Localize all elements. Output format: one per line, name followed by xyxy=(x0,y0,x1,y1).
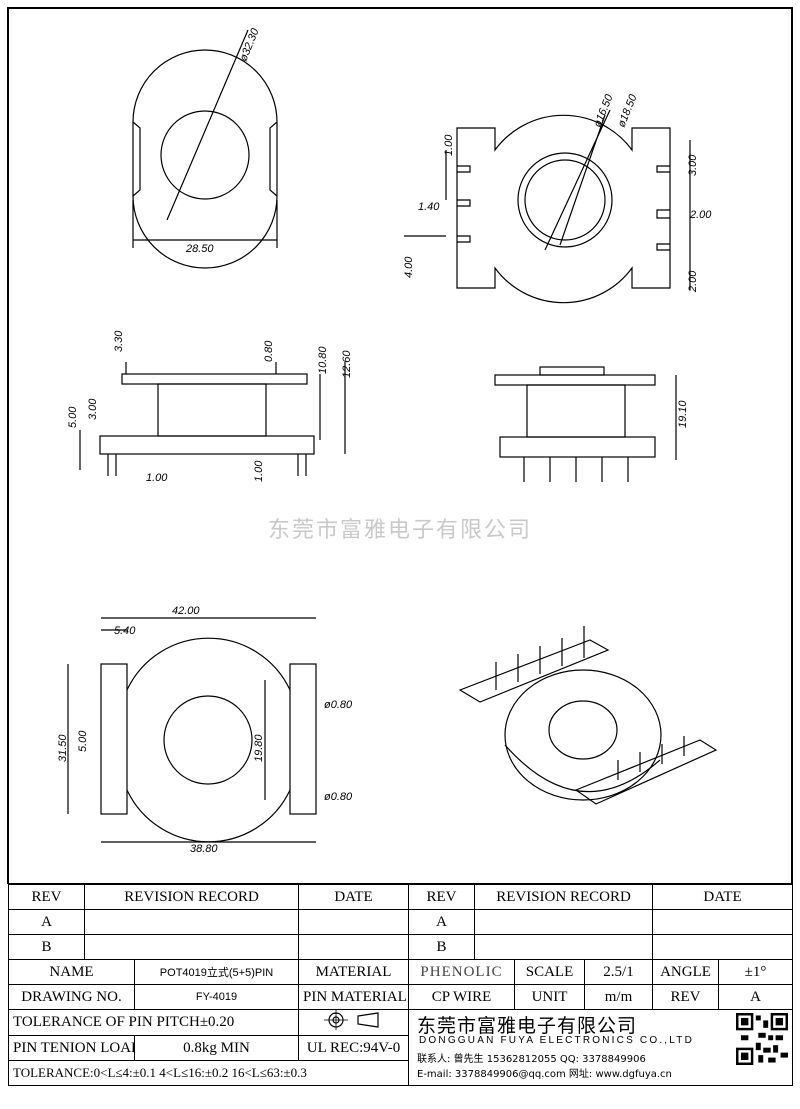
dim-plan-3150: 31.50 xyxy=(57,734,69,762)
material-label: MATERIAL xyxy=(298,959,409,985)
revision-record-header: REVISION RECORD xyxy=(84,884,299,910)
company-name-en: DONGGUAN FUYA ELECTRONICS CO.,LTD xyxy=(419,1035,695,1046)
dim-plan-length: 42.00 xyxy=(172,605,200,617)
title-block: REV REVISION RECORD DATE REV REVISION RE… xyxy=(8,884,794,1086)
dim-plan-500: 5.00 xyxy=(77,730,89,752)
dim-bore-inner: ø16.50 xyxy=(592,92,616,129)
angle-label: ANGLE xyxy=(652,959,720,985)
material-value: PHENOLIC xyxy=(408,959,515,985)
rev-b-2: B xyxy=(408,934,475,960)
unit-label: UNIT xyxy=(514,984,585,1010)
rev-a-2: A xyxy=(408,909,475,935)
company-name-cn: 东莞市富雅电子有限公司 xyxy=(417,1015,638,1037)
pin-tension-label: PIN TENION LOAD xyxy=(8,1035,135,1061)
qr-code-icon xyxy=(736,1013,789,1065)
dim-side-300: 3.00 xyxy=(87,398,99,420)
date-header: DATE xyxy=(298,884,409,910)
company-contact: 联系人: 曾先生 15362812055 QQ: 3378849906 xyxy=(417,1054,646,1065)
pin-material-label: PIN MATERIAL xyxy=(298,984,409,1010)
top-view-right xyxy=(404,109,691,304)
scale-value: 2.5/1 xyxy=(583,959,654,985)
ul-rec: UL REC:94V-0 xyxy=(298,1035,409,1061)
dim-plan-pin-dia-top: ø0.80 xyxy=(324,699,353,711)
pin-tension-value: 0.8kg MIN xyxy=(134,1035,299,1061)
dim-side-100-base: 1.00 xyxy=(253,460,265,482)
name-label: NAME xyxy=(8,959,135,985)
rev-a: A xyxy=(8,909,85,935)
general-tolerance: TOLERANCE:0<L≤4:±0.1 4<L≤16:±0.2 16<L≤63… xyxy=(8,1060,409,1086)
company-block: 东莞市富雅电子有限公司 DONGGUAN FUYA ELECTRONICS CO… xyxy=(407,1009,794,1086)
dim-plan-pin-dia-bottom: ø0.80 xyxy=(324,791,353,803)
dimension-labels: ø32.30 28.50 ø16.50 ø18.50 1.00 1.40 4.0… xyxy=(57,26,712,855)
dim-slot-depth: 1.00 xyxy=(443,134,455,156)
dim-side-080: 0.80 xyxy=(263,340,275,362)
dim-slot-width: 1.40 xyxy=(418,201,440,213)
projection-icon xyxy=(323,1010,379,1030)
rev-label: REV xyxy=(652,984,720,1010)
dim-front-height: 19.10 xyxy=(677,400,689,428)
watermark: 东莞市富雅电子有限公司 xyxy=(267,518,532,543)
dim-plan-1980: 19.80 xyxy=(253,734,265,762)
projection-symbol xyxy=(298,1009,409,1036)
dim-top-left-width: 28.50 xyxy=(185,243,214,255)
dim-bore-outer: ø18.50 xyxy=(616,92,640,129)
dim-right-300: 3.00 xyxy=(687,154,699,176)
pin-material-value: CP WIRE xyxy=(408,984,515,1010)
company-email: E-mail: 3378849906@qq.com 网址: www.dgfuya… xyxy=(417,1069,672,1080)
dim-plan-540: 5.40 xyxy=(114,625,136,637)
dim-plan-3880: 38.80 xyxy=(190,843,218,855)
top-view-left xyxy=(132,29,278,269)
scale-label: SCALE xyxy=(514,959,585,985)
date-header-2: DATE xyxy=(652,884,794,910)
isometric-view xyxy=(458,626,718,805)
dim-side-1260: 12.60 xyxy=(341,350,353,378)
unit-value: m/m xyxy=(583,984,654,1010)
revision-record-header-2: REVISION RECORD xyxy=(473,884,654,910)
side-view-right xyxy=(494,366,677,482)
dim-right-200a: 2.00 xyxy=(689,209,712,221)
technical-drawing: ø32.30 28.50 ø16.50 ø18.50 1.00 1.40 4.0… xyxy=(7,7,793,884)
rev-header-2: REV xyxy=(408,884,475,910)
dim-side-500: 5.00 xyxy=(67,406,79,428)
rev-b: B xyxy=(8,934,85,960)
dim-slot-pitch: 4.00 xyxy=(403,256,415,278)
rev-value: A xyxy=(718,984,794,1010)
pin-pitch-tolerance: TOLERANCE OF PIN PITCH±0.20 xyxy=(8,1009,299,1036)
plan-view xyxy=(67,617,317,843)
side-view-left xyxy=(79,362,346,476)
drawing-no-value: FY-4019 xyxy=(134,984,299,1010)
drawing-no-label: DRAWING NO. xyxy=(8,984,135,1010)
dim-side-100-pin: 1.00 xyxy=(146,472,168,484)
name-value: POT4019立式(5+5)PIN xyxy=(134,959,299,985)
angle-value: ±1° xyxy=(718,959,794,985)
dim-side-1080: 10.80 xyxy=(317,346,329,374)
dim-right-200b: 2.00 xyxy=(687,270,699,293)
dim-side-330: 3.30 xyxy=(113,330,125,352)
rev-header: REV xyxy=(8,884,85,910)
